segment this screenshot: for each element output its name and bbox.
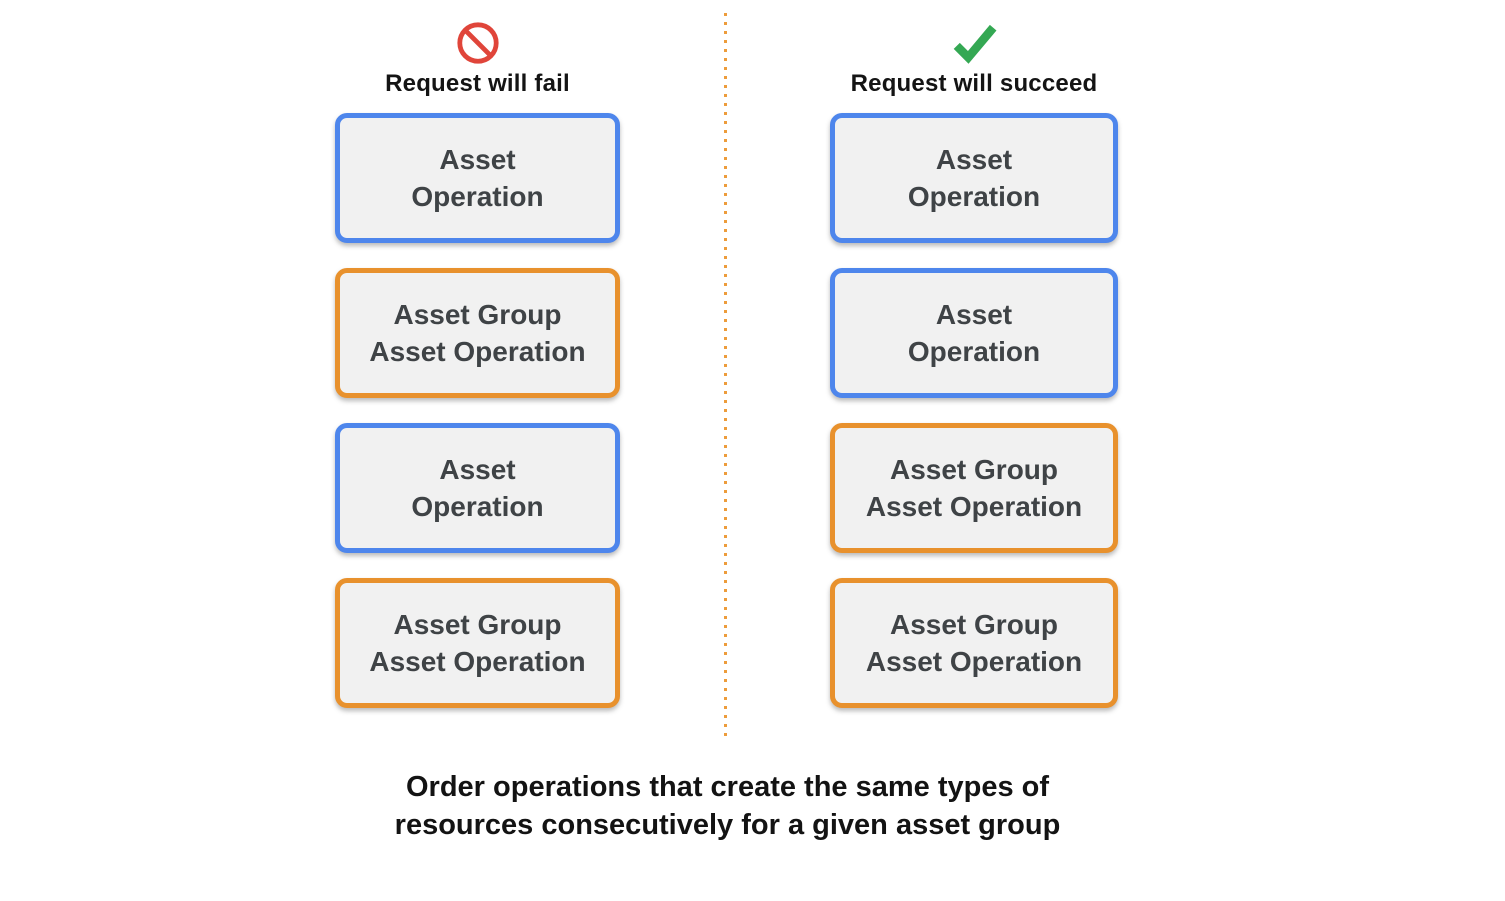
asset-operation-box: Asset Operation — [335, 423, 620, 553]
caption-line: resources consecutively for a given asse… — [394, 809, 1061, 841]
box-label-line: Asset Group — [889, 454, 1059, 485]
succeed-column-title: Request will succeed — [850, 70, 1098, 97]
box-label-line: Asset — [935, 299, 1013, 330]
asset-group-asset-operation-box: Asset Group Asset Operation — [830, 423, 1118, 553]
column-divider — [724, 13, 727, 740]
fail-column-title: Request will fail — [385, 70, 570, 97]
box-label-line: Asset — [439, 454, 516, 485]
asset-group-asset-operation-box: Asset Group Asset Operation — [335, 268, 620, 398]
box-label-line: Asset Group — [393, 299, 562, 330]
asset-group-asset-operation-box: Asset Group Asset Operation — [830, 578, 1118, 708]
succeed-column-header: Request will succeed — [830, 10, 1118, 98]
box-label-line: Operation — [907, 181, 1041, 212]
box-label-line: Asset Group — [393, 609, 562, 640]
caption-line: Order operations that create the same ty… — [405, 771, 1050, 803]
fail-column-header: Request will fail — [335, 10, 620, 98]
box-label-line: Asset Operation — [865, 646, 1083, 677]
box-label-line: Asset Operation — [369, 336, 586, 367]
box-label-line: Operation — [411, 181, 544, 212]
box-label-line: Operation — [907, 336, 1041, 367]
box-label-line: Asset Operation — [865, 491, 1083, 522]
checkmark-icon — [830, 10, 1118, 66]
diagram-caption: Order operations that create the same ty… — [355, 768, 1100, 844]
box-label-line: Asset Operation — [369, 646, 586, 677]
asset-operation-box: Asset Operation — [830, 268, 1118, 398]
box-label-line: Asset — [935, 144, 1013, 175]
fail-column: Request will fail Asset Operation Asset … — [335, 0, 620, 760]
no-symbol-icon — [335, 10, 620, 66]
succeed-column: Request will succeed Asset Operation Ass… — [830, 0, 1118, 760]
box-label-line: Asset Group — [889, 609, 1059, 640]
asset-group-asset-operation-box: Asset Group Asset Operation — [335, 578, 620, 708]
asset-operation-box: Asset Operation — [335, 113, 620, 243]
box-label-line: Asset — [439, 144, 516, 175]
asset-operation-box: Asset Operation — [830, 113, 1118, 243]
box-label-line: Operation — [411, 491, 544, 522]
